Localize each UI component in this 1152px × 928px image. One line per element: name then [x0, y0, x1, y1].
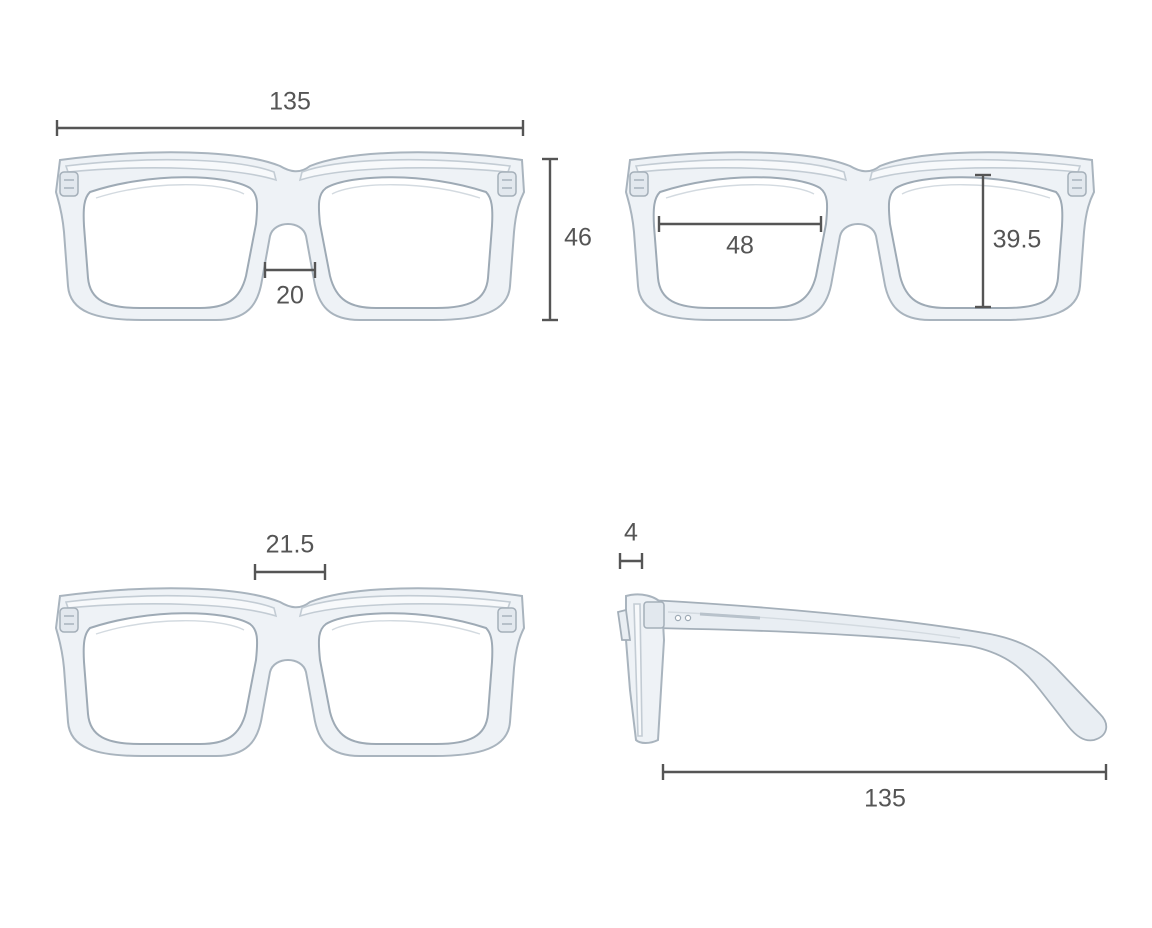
label-lens-height: 39.5	[993, 226, 1042, 254]
label-top-bridge-width: 21.5	[266, 531, 315, 559]
label-bridge-width: 20	[276, 282, 304, 310]
dimension-frame-width	[55, 120, 525, 136]
label-frame-width: 135	[269, 88, 311, 116]
dimension-bridge-width	[263, 262, 317, 278]
front-view-top-bridge	[55, 587, 525, 757]
dimension-lens-height	[975, 173, 991, 309]
label-temple-length: 135	[864, 785, 906, 813]
label-frame-height: 46	[564, 224, 592, 252]
dimension-temple-thickness	[618, 553, 644, 569]
dimension-temple-length	[661, 764, 1108, 780]
label-temple-thickness: 4	[624, 519, 638, 547]
dimension-lens-width	[657, 216, 823, 232]
side-view	[616, 593, 1108, 744]
dimension-frame-height	[542, 157, 558, 322]
dimension-top-bridge-width	[253, 564, 327, 580]
label-lens-width: 48	[726, 232, 754, 260]
